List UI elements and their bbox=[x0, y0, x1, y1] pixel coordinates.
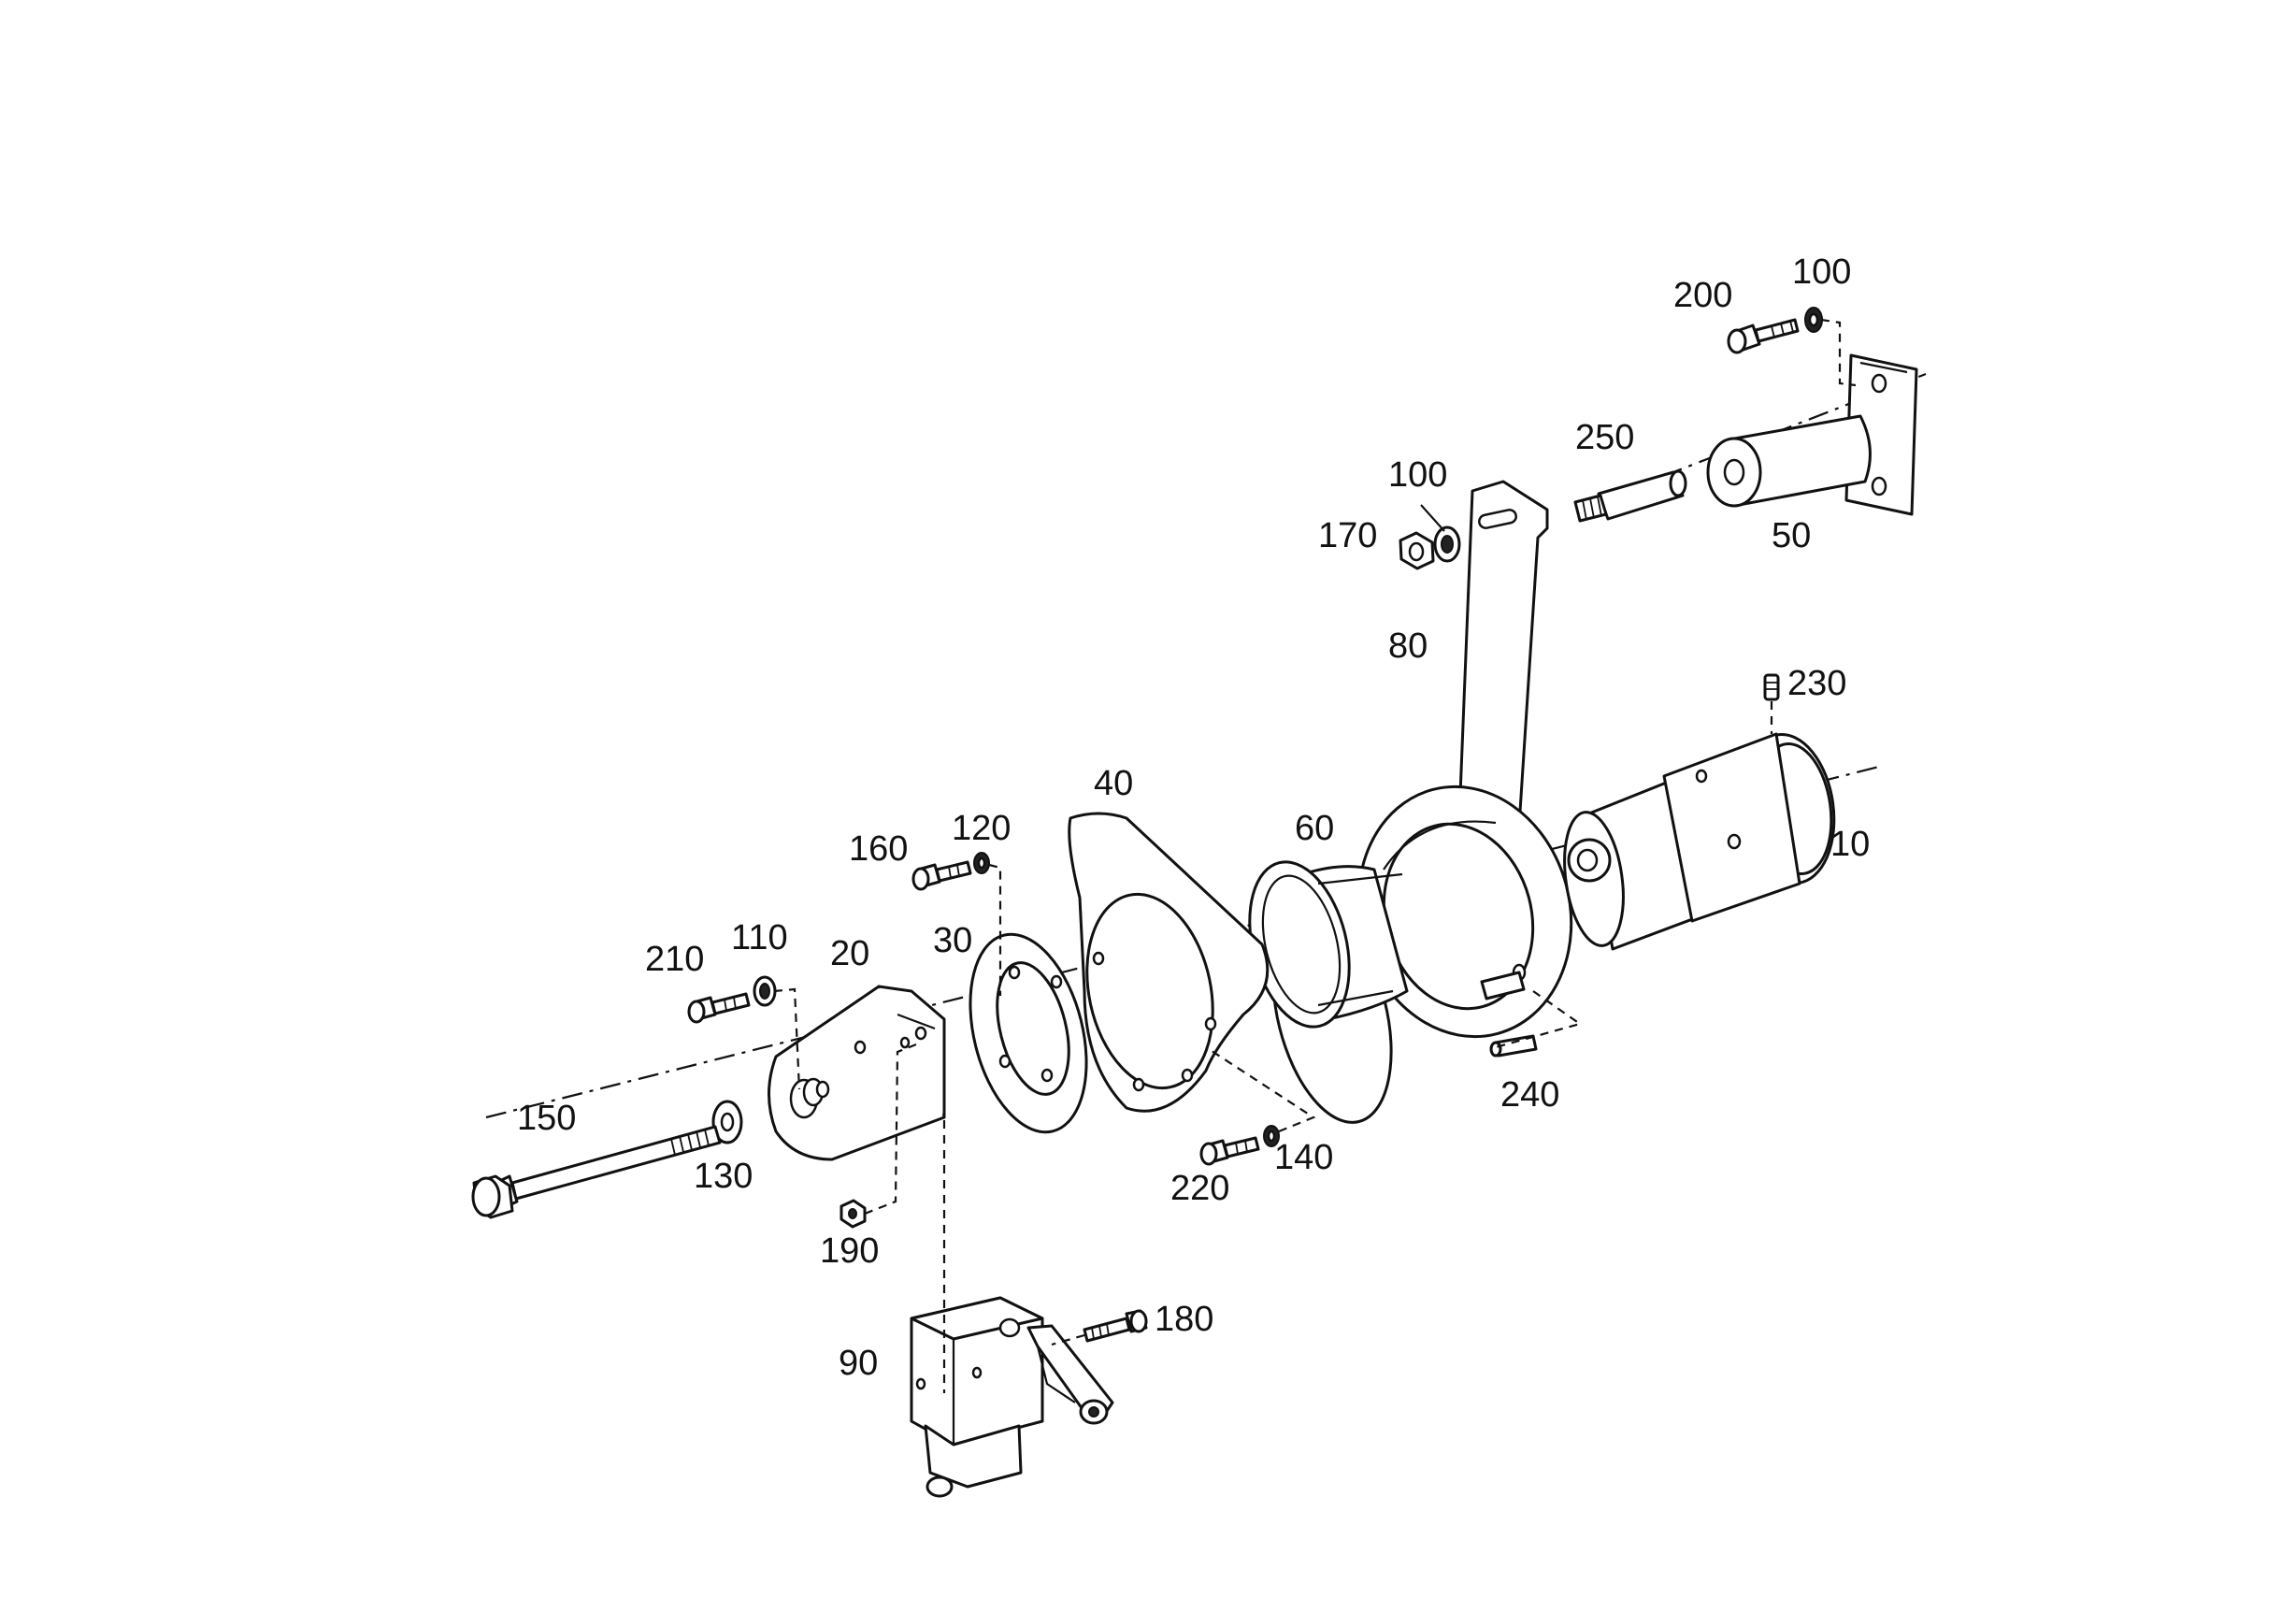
leader-120 bbox=[988, 863, 1002, 996]
label-100-top: 100 bbox=[1792, 252, 1851, 292]
label-90: 90 bbox=[839, 1344, 878, 1383]
leader-140 bbox=[1205, 1046, 1316, 1133]
label-110: 110 bbox=[731, 918, 788, 957]
label-10: 10 bbox=[1830, 825, 1870, 864]
label-180: 180 bbox=[1155, 1300, 1213, 1339]
part-60-bushing bbox=[1248, 860, 1409, 1124]
part-100-washer-top bbox=[1804, 307, 1823, 333]
label-220: 220 bbox=[1170, 1169, 1229, 1208]
label-160: 160 bbox=[849, 829, 908, 869]
part-220-bolt bbox=[1199, 1136, 1260, 1166]
part-170-nut bbox=[1399, 531, 1435, 570]
leader-100-top bbox=[1820, 318, 1857, 387]
label-120: 120 bbox=[952, 809, 1011, 848]
part-150-bolt bbox=[471, 1125, 722, 1219]
leader-100-mid bbox=[1420, 504, 1445, 532]
part-80-lever bbox=[1356, 480, 1573, 1039]
label-230: 230 bbox=[1787, 664, 1846, 703]
leader-240 bbox=[1495, 990, 1583, 1049]
part-50-bracket bbox=[1706, 353, 1918, 516]
label-190: 190 bbox=[820, 1231, 879, 1271]
part-250-pin bbox=[1573, 469, 1687, 523]
part-10-drum bbox=[1563, 732, 1836, 951]
part-140-washer bbox=[1263, 1125, 1280, 1147]
label-150: 150 bbox=[517, 1099, 576, 1138]
label-170: 170 bbox=[1318, 516, 1377, 555]
leader-180 bbox=[1051, 1333, 1085, 1346]
leader-190 bbox=[864, 1041, 922, 1216]
part-200-bolt bbox=[1727, 318, 1800, 354]
label-240: 240 bbox=[1500, 1075, 1559, 1115]
part-240-pin bbox=[1489, 1034, 1538, 1058]
label-30: 30 bbox=[933, 921, 972, 960]
leader-110 bbox=[773, 987, 801, 1090]
label-100-mid: 100 bbox=[1388, 455, 1447, 495]
part-210-bolt bbox=[687, 992, 751, 1024]
label-40: 40 bbox=[1094, 764, 1133, 803]
part-100-washer-mid bbox=[1433, 525, 1461, 563]
label-130: 130 bbox=[694, 1157, 753, 1196]
label-80: 80 bbox=[1388, 626, 1428, 666]
label-140: 140 bbox=[1274, 1138, 1333, 1177]
part-160-bolt bbox=[911, 860, 972, 891]
label-210: 210 bbox=[645, 940, 704, 979]
label-20: 20 bbox=[830, 934, 869, 973]
part-110-washer bbox=[753, 975, 777, 1007]
part-120-washer bbox=[973, 852, 990, 874]
part-180-screw bbox=[1083, 1309, 1148, 1343]
part-40-plate bbox=[1068, 812, 1270, 1113]
label-250: 250 bbox=[1575, 418, 1634, 457]
part-130-washer bbox=[711, 1100, 743, 1144]
part-90-switch bbox=[910, 1296, 1114, 1498]
label-200: 200 bbox=[1673, 276, 1732, 315]
label-50: 50 bbox=[1772, 516, 1811, 555]
part-20-housing bbox=[768, 985, 946, 1161]
label-60: 60 bbox=[1295, 809, 1334, 848]
part-190-nut bbox=[839, 1199, 867, 1229]
part-230-setscrew bbox=[1763, 673, 1780, 701]
